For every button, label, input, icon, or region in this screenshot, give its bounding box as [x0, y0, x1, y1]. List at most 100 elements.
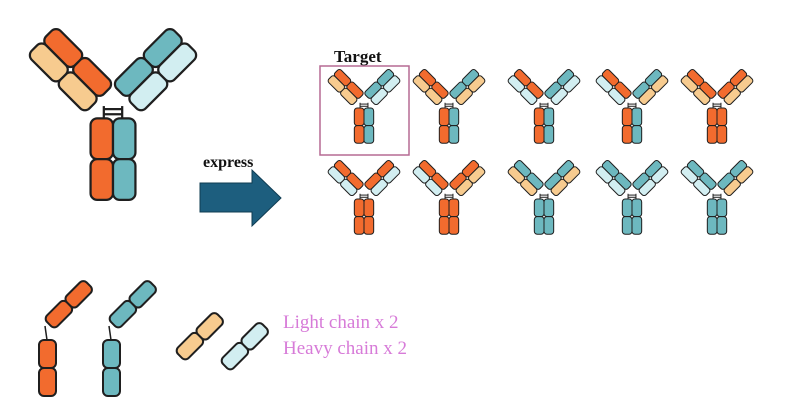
byproduct-antibody [595, 69, 669, 144]
heavy-chain-fc-domain-left [621, 107, 633, 127]
hinge-disulfide-bonds [444, 102, 454, 109]
heavy-chain-fc-domain-left [533, 107, 545, 127]
heavy-chain-fc-domain-left [353, 125, 365, 144]
light-chain-cyan [220, 322, 269, 371]
heavy-chain-fc-domain-left [621, 125, 633, 144]
expressed-antibody-grid [327, 69, 754, 235]
hinge-disulfide-bonds [444, 193, 454, 200]
hinge-disulfide-bonds [712, 102, 722, 109]
byproduct-antibody [680, 160, 754, 235]
light-chain-domain [240, 322, 269, 351]
target-antibody [327, 69, 401, 144]
light-chain-domain-left [507, 166, 525, 184]
light-chain-domain-right [736, 166, 754, 184]
target-highlight-box [319, 65, 410, 156]
hinge-disulfide-bonds [102, 106, 124, 119]
light-chain-domain-left [680, 166, 698, 184]
hinge-disulfide-bonds [627, 102, 637, 109]
light-chain-domain [195, 312, 224, 341]
light-chain-domain-right [383, 75, 401, 93]
legend-heavy-chain: Heavy chain x 2 [283, 338, 407, 359]
heavy-chain-teal [102, 280, 157, 397]
heavy-chain-fc-domain-right [631, 107, 643, 127]
heavy-chain-fc-domain-left [353, 216, 365, 235]
hinge-disulfide-bonds [359, 102, 369, 109]
light-chain-domain-right [468, 75, 486, 93]
heavy-chain-fc-domain-left [706, 198, 718, 218]
heavy-chain-fc-domain-left [533, 216, 545, 235]
heavy-chain-fc-domain-right [448, 125, 460, 144]
light-chain-domain-left [412, 75, 430, 93]
heavy-chain-fc-domain-left [438, 198, 450, 218]
heavy-chain-fc-domain-left [438, 216, 450, 235]
heavy-chain-fc-domain-right [631, 125, 643, 144]
heavy-chain-fc-domain-right [543, 216, 555, 235]
heavy-chain-fc-domain-right [716, 125, 728, 144]
heavy-chain-fc-domain-right [363, 107, 375, 127]
byproduct-antibody [507, 69, 581, 144]
light-chain-domain-left [680, 75, 698, 93]
heavy-chain-fc-domain-right [363, 125, 375, 144]
heavy-chain-fc-domain-left [353, 198, 365, 218]
heavy-chain-fc-domain-left [706, 125, 718, 144]
light-chain-peach [175, 312, 224, 361]
light-chain-domain-left [327, 75, 345, 93]
hinge-disulfide-bonds [539, 102, 549, 109]
heavy-chain-fc-domain-right [631, 216, 643, 235]
light-chain-domain-right [563, 166, 581, 184]
light-chain-domain-left [595, 75, 613, 93]
light-chain-domain-right [157, 42, 198, 83]
light-chain-domain-left [28, 42, 69, 83]
target-label: Target [334, 47, 382, 66]
heavy-chain-fc-domain-right [631, 198, 643, 218]
heavy-chain-fab-domain [64, 280, 93, 309]
light-chain-domain-left [412, 166, 430, 184]
byproduct-antibody [412, 69, 486, 144]
light-chain-domain-left [507, 75, 525, 93]
heavy-chain-fc-domain-left [621, 198, 633, 218]
light-chain-domain-right [468, 166, 486, 184]
byproduct-antibody [507, 160, 581, 235]
heavy-chain-fc-domain-right [716, 107, 728, 127]
express-label: express [203, 154, 253, 171]
heavy-chain-fc-domain-left [89, 117, 115, 161]
byproduct-antibody [595, 160, 669, 235]
heavy-chain-fc-domain-left [438, 125, 450, 144]
heavy-chain-fc-domain-right [543, 125, 555, 144]
heavy-chain-fc-domain-right [716, 216, 728, 235]
parent-antibody-structure [28, 27, 198, 202]
heavy-chain-fc-domain-left [706, 216, 718, 235]
hinge-disulfide-bonds [712, 193, 722, 200]
heavy-chain-fc-domain-left [621, 216, 633, 235]
separate-chains [38, 280, 269, 397]
light-chain-domain-right [651, 75, 669, 93]
heavy-chain-fc-domain-left [89, 157, 115, 202]
byproduct-antibody [680, 69, 754, 144]
heavy-chain-fc-domain-right [448, 216, 460, 235]
light-chain-domain-right [651, 166, 669, 184]
heavy-chain-fc-domain-left [533, 198, 545, 218]
heavy-chain-fc-domain-left [706, 107, 718, 127]
heavy-chain-fc-domain-right [111, 117, 137, 161]
byproduct-antibody [412, 160, 486, 235]
express-arrow-icon [199, 168, 282, 228]
heavy-chain-fc-domain-left [533, 125, 545, 144]
hinge-disulfide-bonds [627, 193, 637, 200]
heavy-chain-fc-domain-right [448, 198, 460, 218]
hinge-disulfide-bonds [539, 193, 549, 200]
heavy-chain-fc-domain-right [363, 198, 375, 218]
heavy-chain-fc-domain-left [353, 107, 365, 127]
heavy-chain-fc-domain-right [543, 107, 555, 127]
light-chain-domain-right [383, 166, 401, 184]
heavy-chain-fc-domain-left [438, 107, 450, 127]
heavy-chain-fc-domain-right [448, 107, 460, 127]
legend-light-chain: Light chain x 2 [283, 312, 399, 333]
heavy-chain-fc-domain-right [543, 198, 555, 218]
parent-antibody [28, 27, 198, 202]
light-chain-domain-right [736, 75, 754, 93]
light-chain-domain-left [595, 166, 613, 184]
hinge-disulfide-bonds [359, 193, 369, 200]
byproduct-antibody [327, 160, 401, 235]
heavy-chain-orange [38, 280, 93, 397]
